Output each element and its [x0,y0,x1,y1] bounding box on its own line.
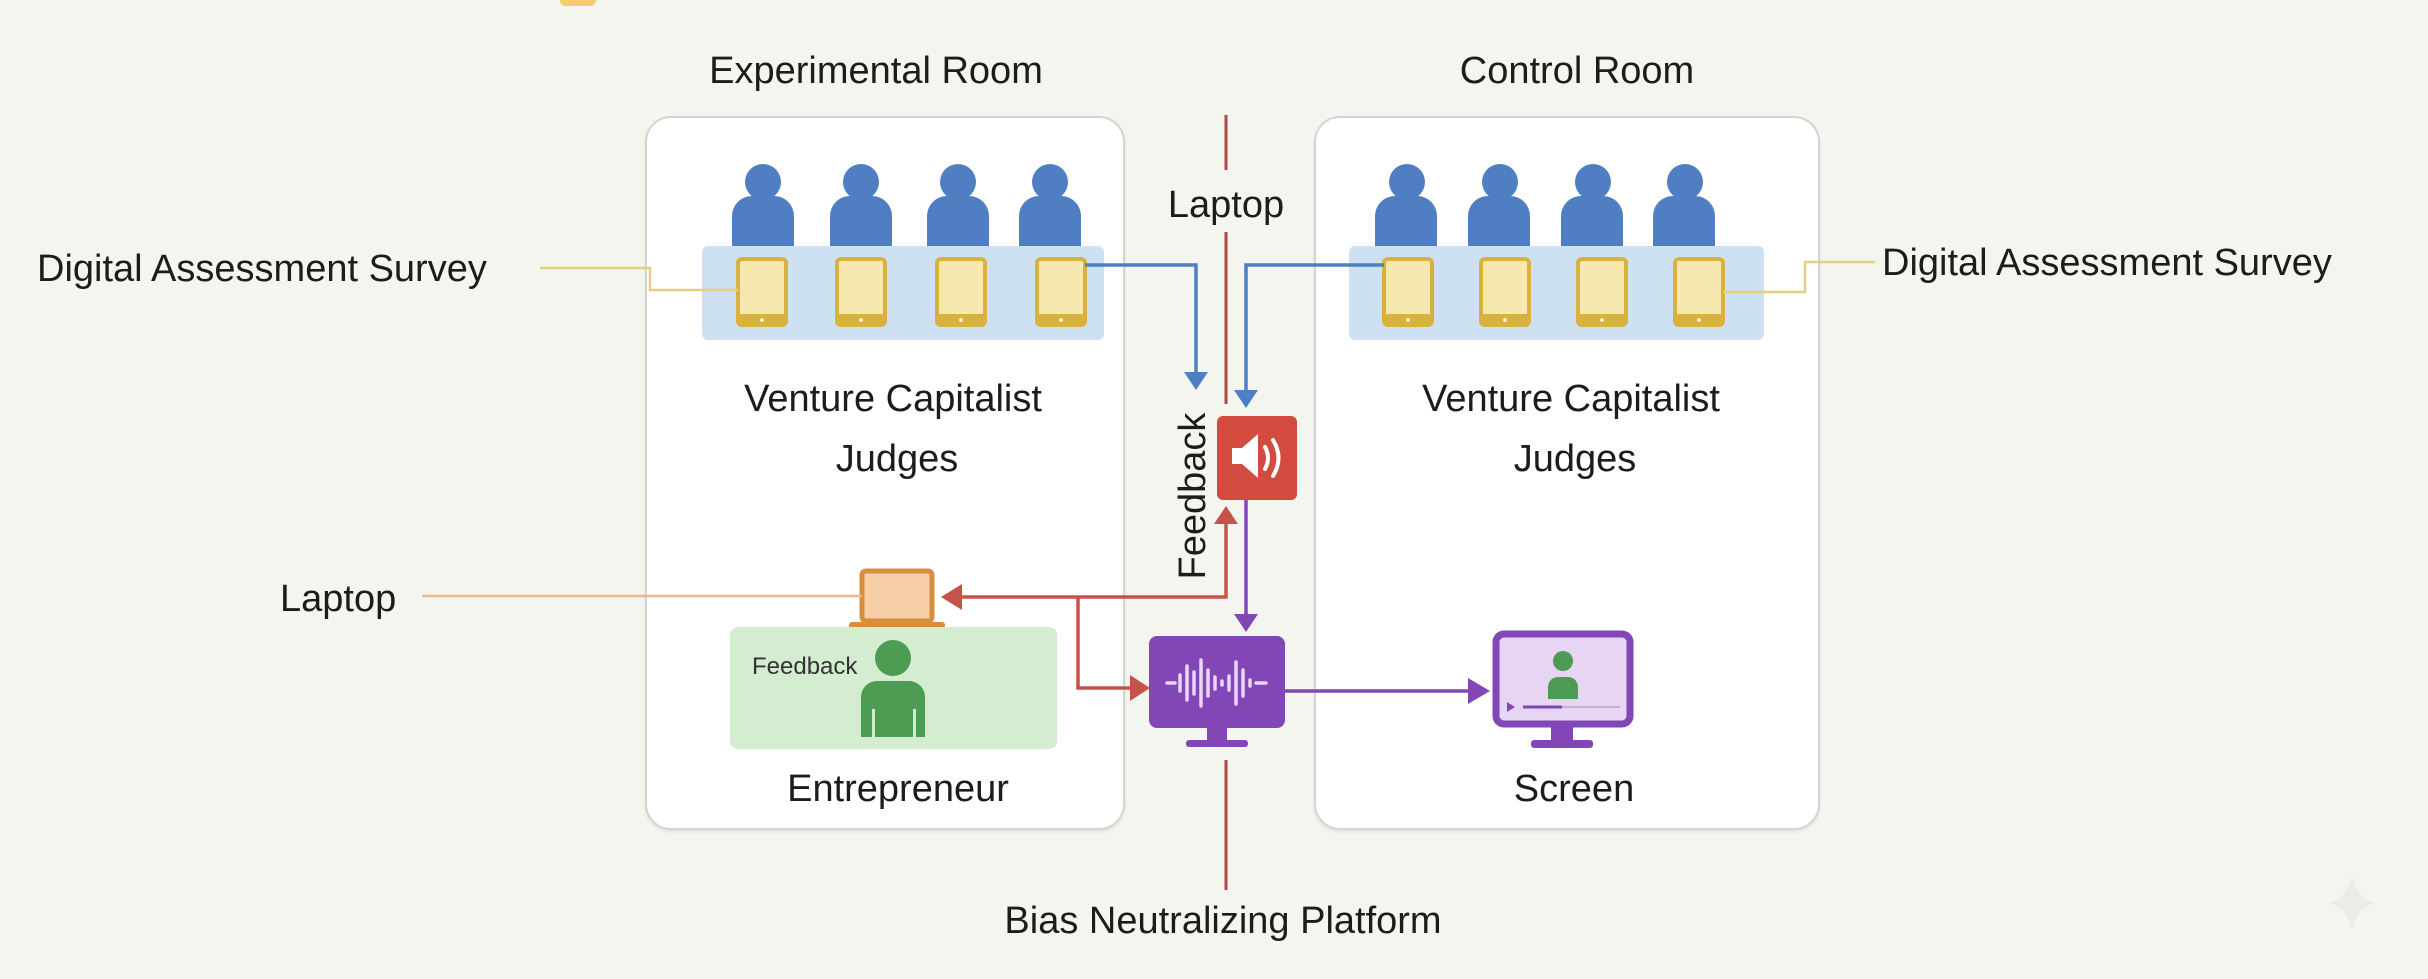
tablet-icon [736,257,788,327]
survey-right-label: Digital Assessment Survey [1882,242,2332,284]
feedback-vertical-label: Feedback [1172,412,1214,580]
tablet-icon [1382,257,1434,327]
experimental-judges-label-line1: Venture Capitalist [744,378,1042,420]
arrowhead [1184,372,1208,390]
control-judges-group [1349,164,1764,340]
screen-monitor-icon [1492,630,1634,748]
experimental-judges-label-line2: Judges [835,438,959,480]
judge-icon [1561,164,1623,246]
arrow-feedback-to-speaker [1078,520,1228,599]
experimental-room-title: Experimental Room [709,50,1043,92]
survey-left-label: Digital Assessment Survey [37,248,487,290]
arrowhead [1234,390,1258,408]
tablet-icon [935,257,987,327]
laptop-left-label: Laptop [280,578,397,620]
arrow-left-judges-to-speaker [1085,263,1198,375]
arrowhead [1468,678,1490,704]
cropped-header-fragment [560,0,596,6]
arrow-right-judges-to-speaker [1244,263,1384,392]
judge-icon [830,164,892,246]
arrow-to-platform [1076,597,1133,690]
entrepreneur-label: Entrepreneur [787,768,1009,810]
survey-leader-right [1723,260,1875,294]
laptop-top-label: Laptop [1167,184,1285,226]
judge-icon [1019,164,1081,246]
experimental-judges-group [702,164,1104,340]
control-room-title: Control Room [1459,50,1695,92]
judge-icon [927,164,989,246]
control-judges-label-line2: Judges [1513,438,1637,480]
survey-leader-left [540,266,738,292]
judge-icon [1375,164,1437,246]
tablet-icon [1479,257,1531,327]
entrepreneur-panel [730,627,1057,749]
tablet-icon [1576,257,1628,327]
judge-icon [1468,164,1530,246]
tablet-icon [1035,257,1087,327]
sparkle-icon [2328,875,2376,931]
judge-icon [732,164,794,246]
laptop-icon [849,568,945,629]
control-judges-label-line1: Venture Capitalist [1422,378,1720,420]
arrowhead [1214,506,1238,524]
arrowhead [941,584,962,610]
speaker-icon [1217,416,1297,500]
entrepreneur-feedback-label: Feedback [752,653,858,680]
tablet-icon [835,257,887,327]
tablet-icon [1673,257,1725,327]
screen-label: Screen [1513,768,1635,810]
arrowhead [1130,675,1150,701]
bias-neutralizing-platform-icon [1149,636,1285,747]
arrowhead [1234,614,1258,632]
judge-icon [1653,164,1715,246]
platform-label: Bias Neutralizing Platform [1004,900,1442,942]
